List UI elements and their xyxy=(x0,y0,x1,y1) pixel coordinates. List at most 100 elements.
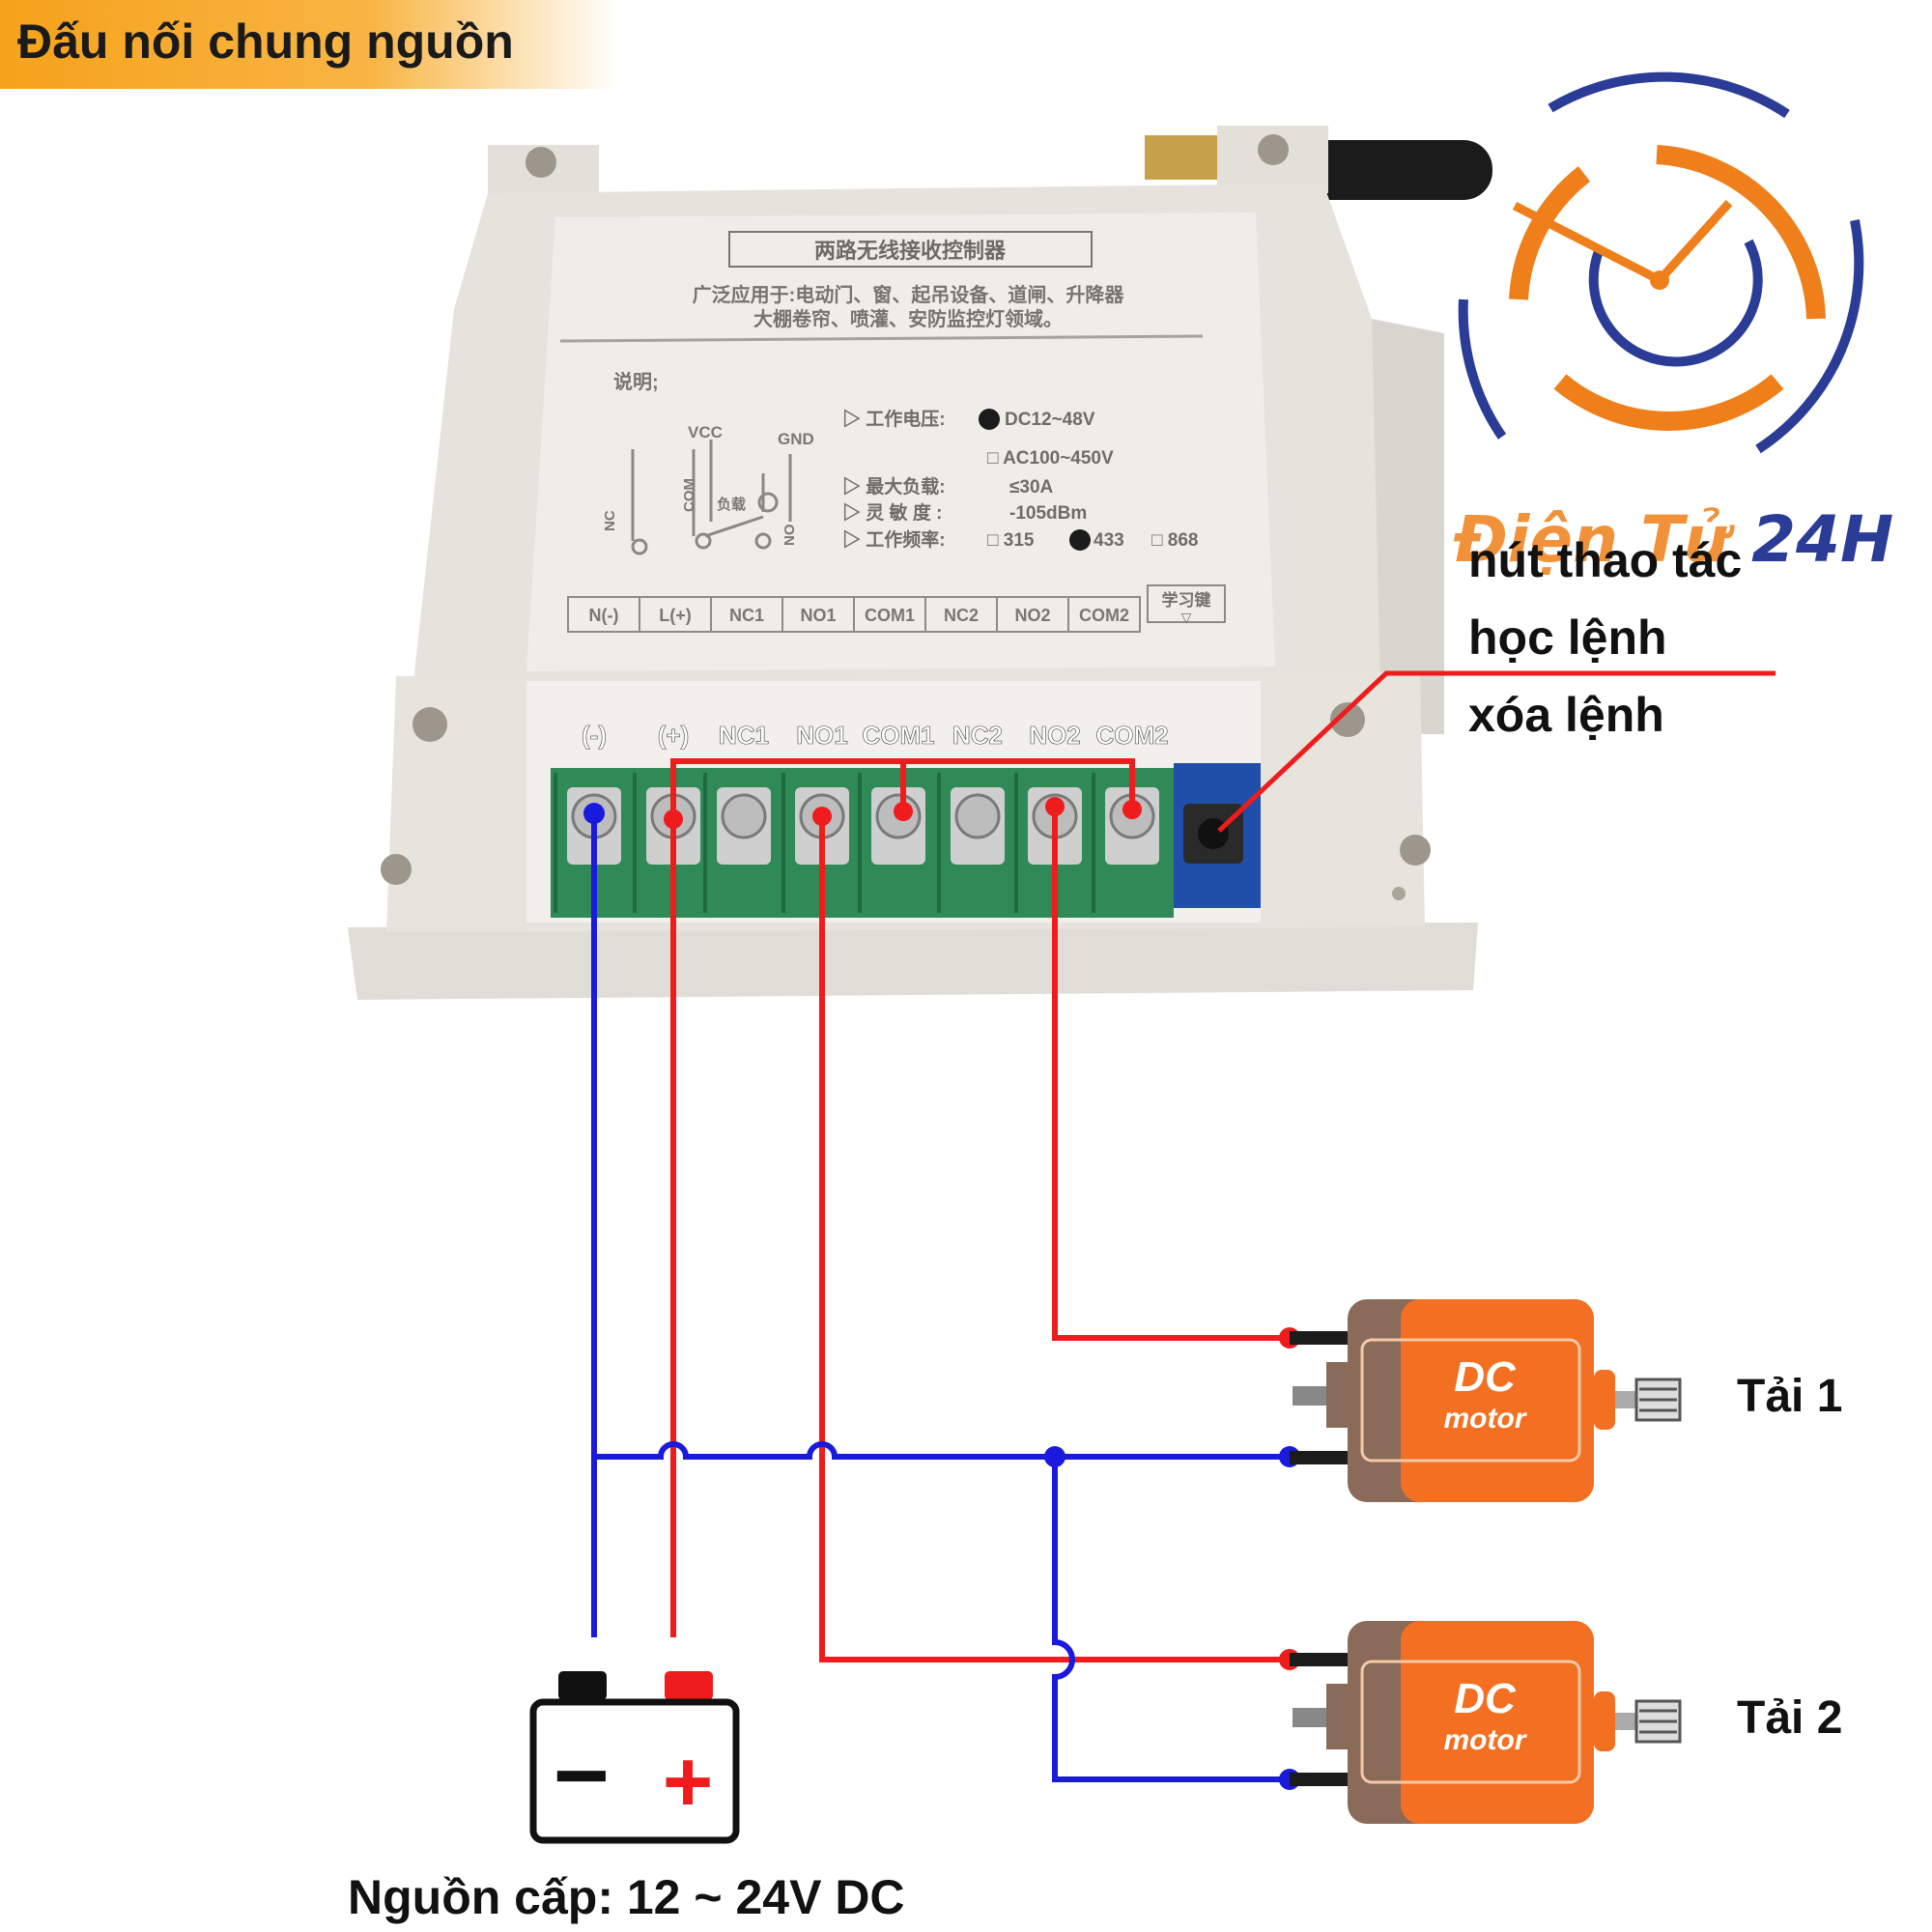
label-com: COM xyxy=(681,478,697,512)
printed-terminal-label: NO1 xyxy=(800,606,836,625)
svg-text:-105dBm: -105dBm xyxy=(1009,503,1087,524)
callout-line-2: học lệnh xyxy=(1468,611,1667,665)
printed-terminal-label: NC2 xyxy=(944,606,979,625)
printed-terminal-box xyxy=(1067,596,1141,633)
logo-clock-hand xyxy=(1512,201,1662,285)
mount-hole xyxy=(526,147,556,178)
motor-label-motor: motor xyxy=(1444,1403,1528,1435)
relay-module: 两路无线接收控制器 广泛应用于:电动门、窗、起吊设备、道闸、升降器 大棚卷帘、喷… xyxy=(348,126,1492,1000)
module-base xyxy=(348,923,1478,1000)
motor-front-cap xyxy=(1594,1691,1615,1751)
motor-label-motor: motor xyxy=(1444,1724,1528,1756)
label-no: NO xyxy=(781,524,798,546)
label-schematic xyxy=(631,440,792,555)
label-note: 说明; xyxy=(613,370,659,393)
label-load-cn: 负载 xyxy=(717,496,746,513)
callout-line-1: nút thao tác xyxy=(1468,533,1743,587)
terminal-dot-no1 xyxy=(812,807,832,826)
motor-lead xyxy=(1290,1331,1348,1345)
battery-minus-sign: − xyxy=(554,1721,610,1830)
header-band xyxy=(0,0,618,89)
svg-text:□ 315: □ 315 xyxy=(987,530,1035,551)
svg-text:≤30A: ≤30A xyxy=(1009,477,1054,497)
mount-hole xyxy=(1258,134,1289,165)
motor-rear-cap xyxy=(1326,1684,1348,1749)
printed-terminal-label: L(+) xyxy=(659,606,692,625)
brand-name: Điện Tử 24H xyxy=(1454,502,1893,577)
logo-ring-arc xyxy=(1656,145,1826,320)
battery-plus-sign: + xyxy=(663,1734,714,1831)
svg-text:▷ 灵 敏 度 :: ▷ 灵 敏 度 : xyxy=(842,501,942,524)
bus-junction-dot xyxy=(1044,1446,1065,1467)
load-2-label: Tải 2 xyxy=(1737,1692,1843,1744)
wire-no1-to-load2 xyxy=(819,813,1290,1662)
wire-common-bus xyxy=(594,1441,1290,1460)
terminal-dot-no2 xyxy=(1045,797,1065,816)
motor-lead xyxy=(1290,1653,1348,1666)
wire-no2-to-load1 xyxy=(1052,807,1290,1341)
logo-ring-arc xyxy=(1458,298,1507,440)
wire-minus-to-load2 xyxy=(1052,1457,1290,1782)
motor-rear-shaft xyxy=(1293,1386,1326,1406)
terminal-label: (+) xyxy=(658,721,690,750)
terminal-label: NO2 xyxy=(1029,721,1080,750)
terminal-dot-minus xyxy=(583,803,605,824)
terminal-dot-com2 xyxy=(1122,800,1142,819)
terminal-dot-com1 xyxy=(894,802,913,821)
learn-button-callout: nút thao tác học lệnh xóa lệnh xyxy=(1468,522,1742,753)
motor-label-dc: DC xyxy=(1454,1675,1517,1722)
motor-rear-cap xyxy=(1326,1362,1348,1428)
mount-hole xyxy=(1392,887,1406,900)
battery-terminal-negative xyxy=(558,1671,607,1700)
brand-part-2: 24H xyxy=(1751,502,1894,577)
svg-text:□ 868: □ 868 xyxy=(1151,530,1198,551)
battery-body xyxy=(529,1698,740,1844)
terminal-screw[interactable] xyxy=(721,793,767,839)
motor-label-frame xyxy=(1360,1660,1581,1784)
logo-clock-center xyxy=(1650,270,1669,290)
printed-terminal-label: NC1 xyxy=(729,606,764,625)
terminal-label: COM1 xyxy=(862,721,934,750)
label-title-box xyxy=(728,231,1093,268)
battery: − + xyxy=(529,1671,740,1844)
terminal-label: (-) xyxy=(582,721,607,750)
printed-terminal-label: NO2 xyxy=(1014,606,1050,625)
logo-ring-arc xyxy=(1548,71,1790,119)
label-divider xyxy=(559,334,1204,343)
terminal-dot-plus xyxy=(664,810,683,829)
brand-part-1: Điện Tử xyxy=(1454,502,1752,577)
logo-ring-arc xyxy=(1509,166,1591,300)
mount-hole xyxy=(1400,835,1431,866)
svg-text:□ AC100~450V: □ AC100~450V xyxy=(987,448,1114,469)
svg-text:▷ 工作电压:: ▷ 工作电压: xyxy=(842,408,946,430)
label-nc: NC xyxy=(602,510,618,531)
terminal-screw[interactable] xyxy=(954,793,1001,839)
logo-ring-arc xyxy=(1755,219,1864,454)
svg-text:433: 433 xyxy=(1094,530,1124,551)
label-vcc: VCC xyxy=(688,423,723,441)
label-specs: ▷ 工作电压: DC12~48V □ AC100~450V ▷ 最大负载: ≤3… xyxy=(842,408,1198,551)
logo-clock-hand xyxy=(1656,199,1733,284)
mount-hole xyxy=(412,707,447,742)
logo-inner-ring xyxy=(1588,239,1763,367)
terminal-label: NC1 xyxy=(719,721,769,750)
svg-text:DC12~48V: DC12~48V xyxy=(1005,410,1095,430)
motor-label-dc: DC xyxy=(1454,1353,1517,1401)
motor-shaft xyxy=(1615,1391,1636,1408)
printed-terminal-label: COM2 xyxy=(1079,606,1129,625)
module-side-mount xyxy=(1372,319,1444,734)
label-title-cn: 两路无线接收控制器 xyxy=(814,239,1007,263)
dc-motor-load-2: DC motor xyxy=(1290,1621,1682,1824)
motor-front-cap xyxy=(1594,1370,1615,1430)
power-supply-label: Nguồn cấp: 12 ~ 24V DC xyxy=(348,1870,905,1924)
mount-hole xyxy=(381,854,412,885)
motor-lead xyxy=(1290,1451,1348,1464)
learn-key-box xyxy=(1147,584,1226,623)
terminal-label: NO1 xyxy=(796,721,847,750)
terminal-label: NC2 xyxy=(952,721,1003,750)
label-desc-1: 广泛应用于:电动门、窗、起吊设备、道闸、升降器 xyxy=(693,283,1125,306)
label-gnd: GND xyxy=(778,430,814,448)
